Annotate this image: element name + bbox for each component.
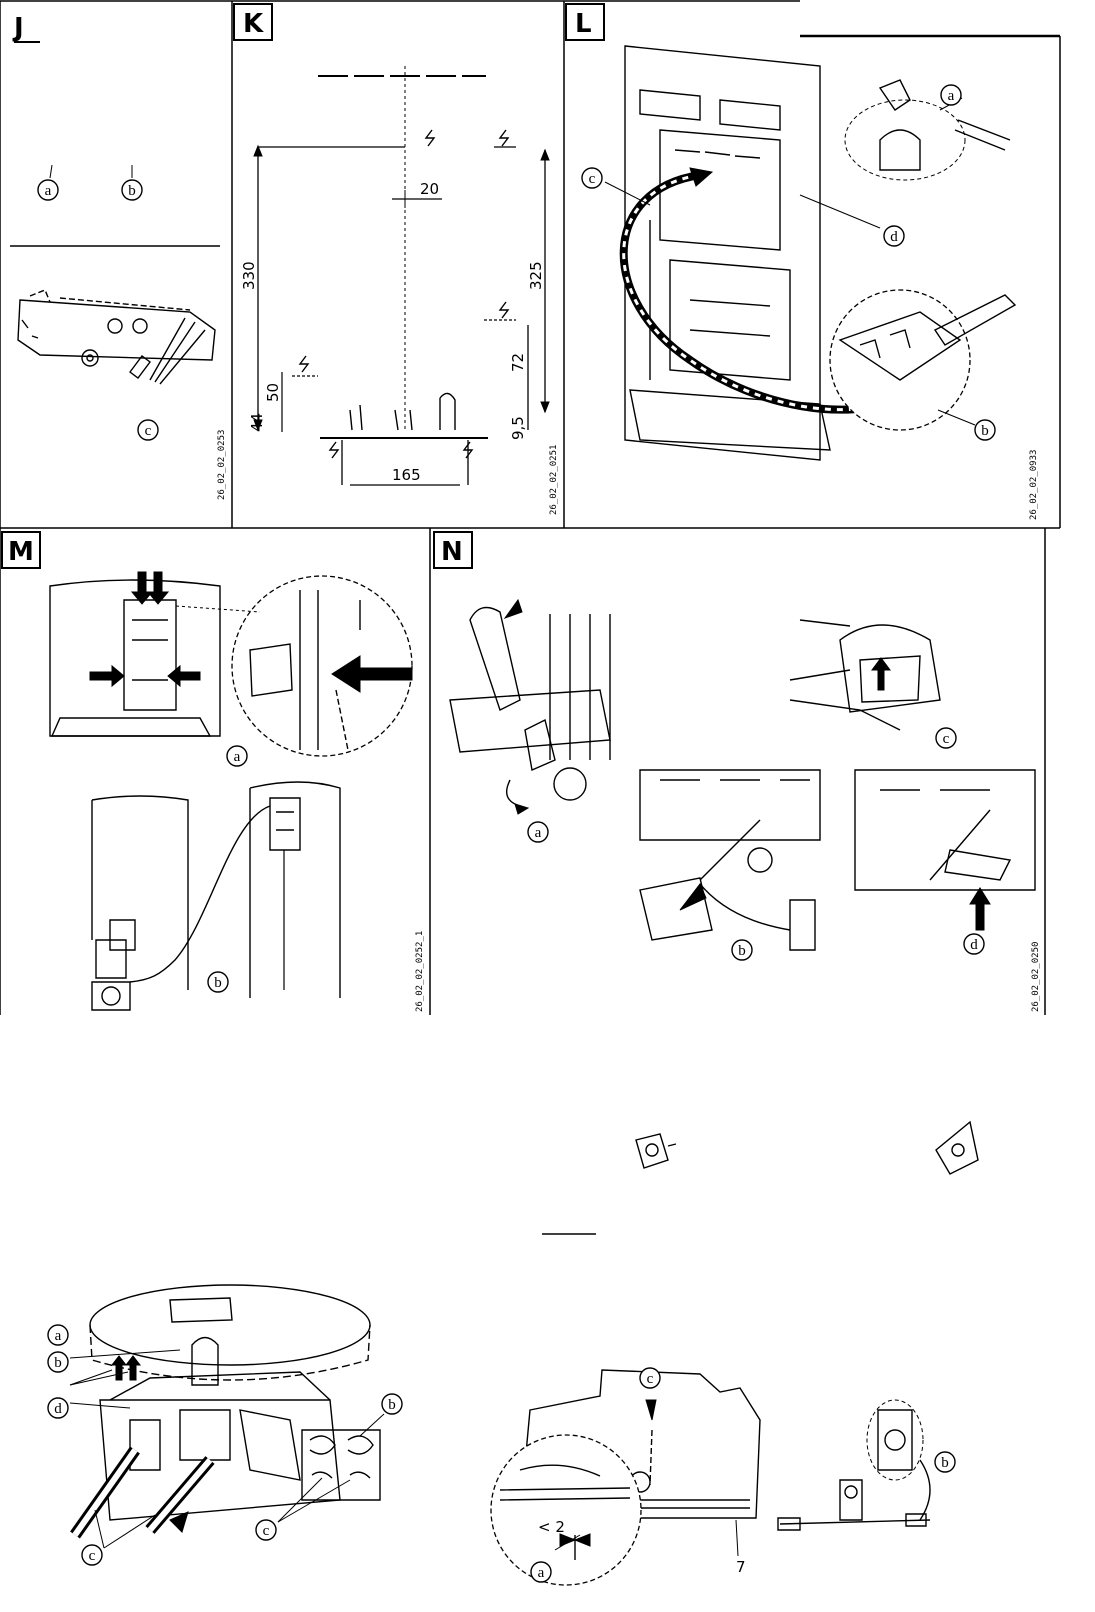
dim-50: 50 [264,383,282,402]
svg-text:a: a [948,88,955,104]
svg-text:a: a [234,749,241,765]
dim-330: 330 [240,261,258,290]
svg-text:c: c [647,1371,654,1387]
svg-text:b: b [981,423,989,439]
svg-text:c: c [589,171,596,187]
bottom-left-callout-c-right: c [255,1519,277,1541]
panel-j-code: 26_02_02_0253 [217,430,227,500]
dim-165: 165 [392,466,421,484]
panel-letter-l: L [565,3,605,41]
panel-n-drawing [449,598,1036,951]
panel-m-code: 26_02_02_0252_1 [415,931,425,1012]
dim-72: 72 [509,353,527,372]
svg-text:a: a [538,1565,545,1581]
bottom-right-callout-a: a [530,1561,552,1583]
panel-j-letter: J [12,13,24,43]
bottom-right-callout-b: b [934,1451,956,1473]
connector-icon-left [635,1133,677,1169]
panel-letter-j: J [12,13,40,43]
svg-text:b: b [388,1397,396,1413]
svg-text:d: d [890,229,898,245]
svg-text:b: b [54,1355,62,1371]
panel-l-callout-b: b [974,419,996,441]
panel-n-letter: N [441,537,463,567]
panel-n-callout-c: c [935,727,957,749]
panel-l-drawing [604,45,1017,461]
svg-text:d: d [54,1401,62,1417]
bottom-right-drawing [490,1369,931,1586]
dim-20: 20 [420,180,439,198]
panel-k-code: 26_02_02_0251 [549,445,559,515]
svg-text:a: a [55,1328,62,1344]
bottom-left-callout-b: b [47,1351,69,1373]
panel-k-drawing [253,66,550,486]
panel-letter-k: K [233,3,273,41]
dim-325: 325 [527,261,545,290]
bottom-left-callout-a: a [47,1324,69,1346]
bottom-right-part-number: 7 [736,1558,746,1576]
panel-j-callout-a: a [37,179,59,201]
panel-letter-n: N [433,531,473,569]
bottom-left-drawing [69,1284,385,1549]
svg-text:a: a [45,183,52,199]
panel-n-callout-b: b [731,939,753,961]
panel-n-code: 26_02_02_0250 [1031,942,1041,1012]
panel-m-callout-b: b [207,971,229,993]
panel-l-letter: L [575,9,592,39]
svg-text:b: b [128,183,136,199]
panel-j-drawing [17,164,216,385]
panel-letter-m: M [1,531,41,569]
panel-j-callout-c: c [137,419,159,441]
panel-m-callout-a: a [226,745,248,767]
panel-n-callout-d: d [963,933,985,955]
svg-text:b: b [941,1455,949,1471]
panel-m-letter: M [8,537,34,567]
svg-text:a: a [535,825,542,841]
panel-l-callout-c: c [581,167,603,189]
svg-text:c: c [145,423,152,439]
panel-k-dimensions: 20 330 325 50 44 72 9,5 165 [240,180,545,484]
svg-text:c: c [89,1548,96,1564]
panel-l-callout-d: d [883,225,905,247]
bottom-right-callout-c: c [639,1367,661,1389]
panel-m-drawing [49,571,413,1011]
svg-text:c: c [263,1523,270,1539]
panel-n-callout-a: a [527,821,549,843]
bottom-left-callout-c: c [81,1544,103,1566]
svg-text:b: b [214,975,222,991]
svg-text:b: b [738,943,746,959]
dim-44: 44 [248,413,266,432]
panel-frames [0,0,1061,1015]
panel-l-callout-a: a [940,84,962,106]
bottom-left-callout-b-right: b [381,1393,403,1415]
svg-text:c: c [943,731,950,747]
dim-9-5: 9,5 [509,416,527,440]
bottom-left-callout-d: d [47,1397,69,1419]
panel-k-letter: K [243,9,264,39]
bottom-right-dim: < 2 [538,1518,565,1536]
svg-text:d: d [970,937,978,953]
connector-icon-right [935,1120,979,1175]
panel-l-code: 26_02_02_0933 [1029,450,1039,520]
panel-j-callout-b: b [121,179,143,201]
